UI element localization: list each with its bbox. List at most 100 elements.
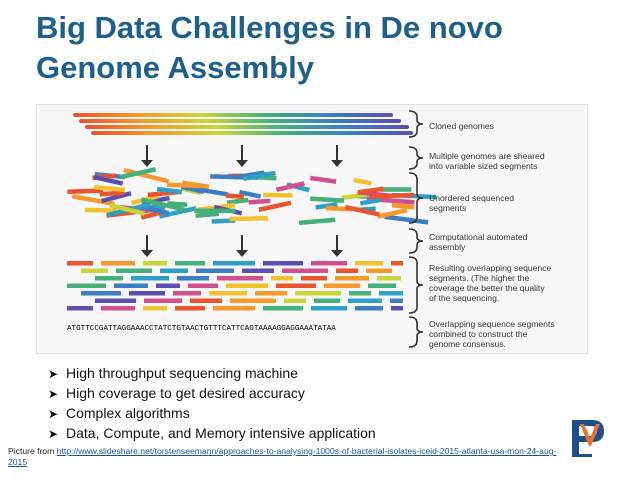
sequence-segment [229,215,269,222]
credit-link[interactable]: http://www.slideshare.net/torstenseemann… [8,446,557,467]
sequence-segment [357,186,384,195]
assembled-segment [242,268,274,273]
sequence-segment [263,192,293,198]
sequence-segment [380,187,412,192]
university-logo-icon [572,420,604,457]
assembled-segment [271,276,293,281]
sequence-segment [99,190,125,197]
list-item: ➤Complex algorithms [48,404,376,424]
picture-credit: Picture from http://www.slideshare.net/t… [8,446,568,468]
assembled-segment [190,298,222,303]
sequence-segment [310,196,345,203]
down-arrow-icon [141,160,153,167]
assembled-segment [391,306,403,311]
sequence-segment [84,207,117,214]
sequence-segment [93,174,124,186]
label-computational: Computational automated assembly [429,232,528,252]
assembled-segment [301,276,327,281]
assembly-diagram: ATGTTCCGATTAGGAAACCTATCTGTAACTGTTTCATTCA… [67,110,437,348]
arrowhead-bullet-icon: ➤ [48,427,59,441]
arrowhead-bullet-icon: ➤ [48,367,59,381]
assembled-segment [379,291,403,296]
label-consensus: Overlapping sequence segments combined t… [429,319,555,349]
sequence-segment [309,175,337,184]
assembled-segment [114,283,148,288]
arrowhead-bullet-icon: ➤ [48,407,59,421]
assembled-segment [129,291,165,296]
right-brace-icon [408,228,424,254]
sequence-segment [234,170,265,180]
assembled-segment [282,268,328,273]
assembled-segment [81,268,108,273]
sequence-segment [141,205,170,216]
assembled-segment [366,268,392,273]
assembled-segment [81,291,121,296]
sequence-segment [140,197,186,212]
sequence-segment [258,200,292,212]
sequence-segment [225,193,244,199]
assembled-segment [377,276,401,281]
assembled-segment [116,268,152,273]
right-brace-icon [408,316,424,348]
bullet-list: ➤High throughput sequencing machine ➤Hig… [48,364,376,444]
assembled-segment [209,291,247,296]
sequence-segment [275,181,305,192]
assembled-segment [311,306,347,311]
assembled-segment [175,306,205,311]
sequence-segment [243,170,276,181]
assembled-segment [335,276,369,281]
assembled-segment [391,261,403,266]
label-sheared: Multiple genomes are sheared into variab… [429,151,545,171]
sequence-segment [359,197,381,206]
assembled-segment [348,298,382,303]
assembled-segment [67,261,93,266]
assembled-segment [196,268,234,273]
assembled-segment [276,283,316,288]
assembled-segment [101,306,135,311]
assembled-segment [175,261,205,266]
assembled-segment [217,276,263,281]
right-brace-icon [408,172,424,224]
assembled-segment [160,268,188,273]
assembled-segment [213,261,255,266]
assembled-segment [131,276,169,281]
sequence-segment [239,189,262,199]
assembled-segment [311,261,347,266]
genome-bar [91,131,413,135]
sequence-segment [71,194,115,207]
genome-bar [79,119,401,123]
right-brace-icon [408,146,424,170]
down-arrow-icon [236,250,248,257]
credit-prefix: Picture from [8,446,57,456]
assembled-segment [355,306,383,311]
down-arrow-icon [236,160,248,167]
sequence-segment [166,182,201,189]
assembled-segment [143,306,167,311]
assembled-segment [263,261,303,266]
assembled-segment [349,291,371,296]
sequence-segment [211,218,236,224]
label-unordered: Unordered sequenced segments [429,193,515,213]
sequence-segment [298,217,336,226]
assembled-segment [314,298,340,303]
assembled-segment [95,298,136,303]
assembled-segment [284,298,306,303]
assembled-segment [177,276,209,281]
assembled-segment [336,268,358,273]
right-brace-icon [408,256,424,314]
assembled-segment [255,291,287,296]
assembled-segment [67,306,93,311]
list-item: ➤Data, Compute, and Memory intensive app… [48,424,376,444]
sequence-segment [344,204,381,217]
list-item: ➤High coverage to get desired accuracy [48,384,376,404]
assembled-segment [156,283,180,288]
down-arrow-icon [331,250,343,257]
sequence-segment [377,207,408,219]
genome-bar [85,125,409,129]
sequence-segment [248,198,271,205]
assembled-segment [173,291,201,296]
sequence-segment [67,188,103,195]
assembled-segment [295,291,341,296]
arrowhead-bullet-icon: ➤ [48,387,59,401]
sequence-segment [226,197,249,205]
